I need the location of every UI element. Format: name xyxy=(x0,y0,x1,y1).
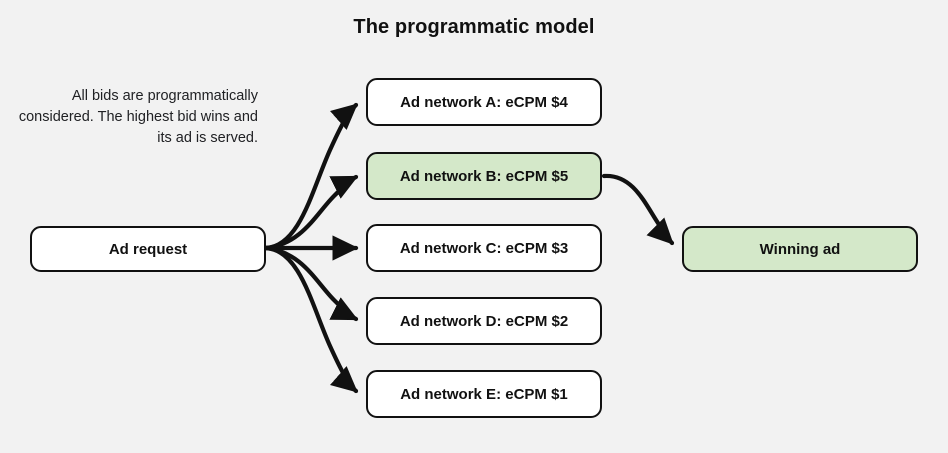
node-ad-network-a-label: Ad network A: eCPM $4 xyxy=(400,93,568,111)
edge-network-b-to-winning-ad xyxy=(601,173,675,246)
node-ad-network-b-label: Ad network B: eCPM $5 xyxy=(399,167,569,185)
node-ad-request-label: Ad request xyxy=(108,240,188,258)
edge-request-to-network-b xyxy=(263,174,359,251)
edge-request-to-network-a xyxy=(263,102,359,251)
edge-request-to-network-d xyxy=(263,245,359,322)
node-ad-network-b[interactable]: Ad network B: eCPM $5 xyxy=(366,152,602,200)
node-ad-network-a[interactable]: Ad network A: eCPM $4 xyxy=(366,78,602,126)
node-ad-network-c-label: Ad network C: eCPM $3 xyxy=(399,239,569,257)
node-ad-network-d[interactable]: Ad network D: eCPM $2 xyxy=(366,297,602,345)
edge-request-to-network-e xyxy=(263,245,359,394)
page-title: The programmatic model xyxy=(353,16,595,38)
node-ad-network-e[interactable]: Ad network E: eCPM $1 xyxy=(366,370,602,418)
diagram-caption: All bids are programmatically considered… xyxy=(18,88,258,146)
node-ad-network-d-label: Ad network D: eCPM $2 xyxy=(399,312,569,330)
node-winning-ad-label: Winning ad xyxy=(759,240,841,258)
node-ad-request[interactable]: Ad request xyxy=(30,226,266,272)
node-winning-ad[interactable]: Winning ad xyxy=(682,226,918,272)
node-ad-network-c[interactable]: Ad network C: eCPM $3 xyxy=(366,224,602,272)
node-ad-network-e-label: Ad network E: eCPM $1 xyxy=(400,385,568,403)
